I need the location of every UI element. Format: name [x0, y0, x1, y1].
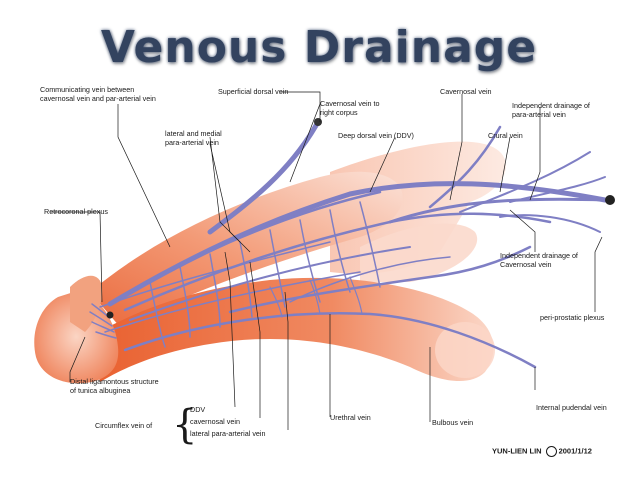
label-urethral-vein: Urethral vein	[330, 413, 371, 422]
label-superficial-dorsal-vein: Superficial dorsal vein	[218, 87, 289, 96]
glans-cap	[70, 275, 103, 332]
page-title: Venous Drainage	[99, 21, 538, 75]
label-peri-prostatic-plexus: peri-prostatic plexus	[540, 313, 605, 322]
label-internal-pudendal-vein: Internal pudendal vein	[536, 403, 607, 412]
glans	[34, 290, 119, 384]
signature-logo-icon	[545, 446, 557, 457]
label-cavernosal-vein-lower: cavernosal vein	[190, 417, 240, 426]
retrocoronal-plexus	[89, 303, 117, 339]
label-deep-dorsal-vein: Deep dorsal vein (DDV)	[338, 131, 414, 140]
superficial-dorsal-vein	[207, 119, 321, 235]
credit-date: 2001/1/12	[558, 446, 592, 456]
vein-network	[89, 119, 608, 369]
anatomy-illustration	[34, 91, 615, 430]
corpus-cavernosum-upper	[90, 171, 403, 327]
bulb	[435, 322, 495, 378]
brace: {	[172, 402, 198, 448]
leader-lines	[50, 91, 603, 430]
node-dorsal-end	[605, 195, 615, 205]
node-superficial	[314, 118, 322, 126]
label-cavernosal-vein: Cavernosal vein	[440, 87, 492, 96]
label-bulbous-vein: Bulbous vein	[432, 418, 474, 427]
node-retrocoronal	[106, 311, 114, 319]
label-crural-vein: Crural vein	[488, 131, 523, 140]
author-credit: YUN-LIEN LIN 2001/1/12	[492, 446, 592, 457]
label-circumflex-vein-of: Circumflex vein of	[95, 421, 153, 430]
urethral-vein	[123, 312, 537, 369]
corpus-spongiosum	[90, 277, 494, 382]
label-ddv: DDV	[190, 405, 206, 414]
label-lateral-para-arterial-vein: lateral para-arterial vein	[190, 429, 266, 438]
credit-author: YUN-LIEN LIN	[492, 446, 542, 456]
label-retrocoronal-plexus: Retrocoronal plexus	[44, 207, 108, 216]
